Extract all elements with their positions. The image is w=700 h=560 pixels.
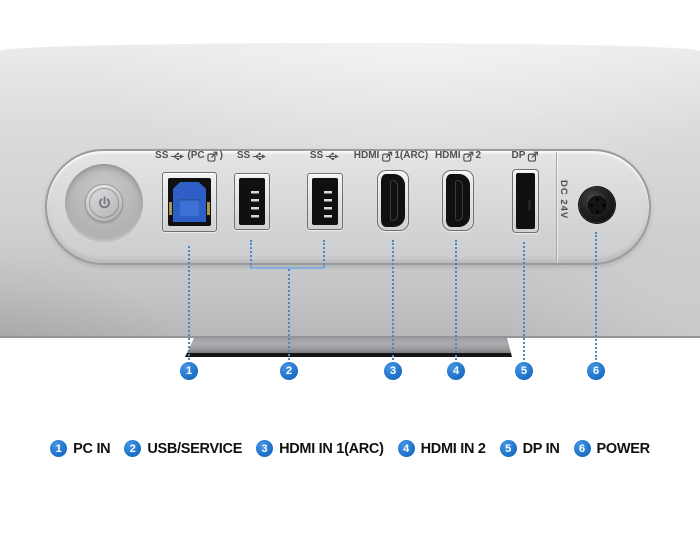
hdmi-opening [381, 174, 405, 227]
label-usb-1: SS [237, 150, 267, 162]
usb-b-contact-right [207, 202, 210, 215]
usb-superspeed-trident-icon [171, 152, 185, 160]
callout-line-2a [250, 240, 252, 268]
callout-line-5 [523, 242, 525, 360]
port-legend: 1 PC IN 2 USB/SERVICE 3 HDMI IN 1(ARC) 4… [0, 440, 700, 457]
dc-24v-label: DC 24V [558, 180, 569, 220]
legend-label: USB/SERVICE [147, 440, 243, 457]
dc-jack-pins [596, 204, 599, 207]
power-button [85, 184, 123, 222]
dc-power-jack [579, 187, 615, 223]
label-dp: DP [512, 150, 539, 162]
usb-b-connector-slot [179, 199, 200, 216]
displayport-latch-notch [528, 200, 531, 210]
paren-text: ) [219, 150, 223, 161]
external-device-arrow-icon [206, 151, 218, 162]
dp-text: DP [511, 150, 526, 161]
hdmi-inner-slot [390, 180, 398, 221]
callout-line-6 [595, 232, 597, 360]
callout-line-1 [188, 246, 190, 360]
usb-a-opening [312, 178, 338, 225]
usb-a-opening [239, 178, 265, 225]
legend-item-hdmi-in-1: 3 HDMI IN 1(ARC) [256, 440, 384, 457]
legend-label: POWER [596, 440, 651, 457]
legend-item-hdmi-in-2: 4 HDMI IN 2 [397, 440, 486, 457]
external-device-arrow-icon [462, 151, 473, 162]
ss-text: SS [236, 150, 251, 161]
callout-line-2b [323, 240, 325, 268]
usb-a-contacts [324, 191, 332, 222]
legend-badge-5: 5 [499, 440, 517, 457]
legend-badge-6: 6 [573, 440, 591, 457]
monitor-stand [185, 338, 512, 357]
hdmi-suffix-text: 1(ARC) [394, 150, 429, 161]
callout-badge-6: 6 [587, 362, 605, 380]
callout-badge-1: 1 [180, 362, 198, 380]
hdmi-text: HDMI [434, 150, 461, 161]
usb-b-pc-port [162, 172, 217, 232]
usb-a-port-1 [234, 173, 270, 230]
label-usb-pc: SS (PC ) [155, 150, 223, 162]
legend-badge-3: 3 [256, 440, 274, 457]
external-device-arrow-icon [381, 151, 392, 162]
usb-a-contacts [251, 191, 259, 222]
ss-text: SS [155, 150, 169, 161]
ss-text: SS [309, 150, 324, 161]
legend-item-usb-service: 2 USB/SERVICE [124, 440, 242, 457]
port-recess-bar [45, 149, 651, 265]
label-usb-2: SS [310, 150, 340, 162]
hdmi-text: HDMI [353, 150, 380, 161]
usb-b-contact-left [169, 202, 172, 215]
label-hdmi-2: HDMI 2 [435, 150, 481, 162]
hdmi-opening [446, 174, 470, 227]
legend-item-power: 6 POWER [573, 440, 651, 457]
legend-item-pc-in: 1 PC IN [50, 440, 111, 457]
hdmi-suffix-text: 2 [475, 150, 482, 161]
callout-badge-3: 3 [384, 362, 402, 380]
legend-label: PC IN [73, 440, 111, 457]
legend-badge-4: 4 [397, 440, 415, 457]
legend-label: HDMI IN 1(ARC) [279, 440, 384, 457]
callout-badge-2: 2 [280, 362, 298, 380]
dc-jack-inner-ring [588, 196, 606, 214]
dc-section-divider [556, 152, 557, 262]
external-device-arrow-icon [527, 151, 538, 162]
legend-item-dp-in: 5 DP IN [499, 440, 560, 457]
callout-badge-4: 4 [447, 362, 465, 380]
hdmi-port-2 [442, 170, 474, 231]
displayport-opening [516, 173, 535, 229]
legend-badge-2: 2 [124, 440, 142, 457]
callout-line-4 [455, 240, 457, 360]
hdmi-port-1 [377, 170, 409, 231]
callout-line-2 [288, 269, 290, 360]
usb-a-port-2 [307, 173, 343, 230]
label-hdmi-1: HDMI 1(ARC) [354, 150, 428, 162]
callout-badge-5: 5 [515, 362, 533, 380]
legend-label: HDMI IN 2 [420, 440, 486, 457]
power-icon [98, 195, 110, 208]
pc-text: (PC [187, 150, 205, 161]
callout-line-2-bracket [250, 267, 325, 269]
usb-superspeed-trident-icon [326, 152, 340, 160]
hdmi-inner-slot [455, 180, 463, 221]
usb-superspeed-trident-icon [253, 152, 267, 160]
legend-label: DP IN [522, 440, 560, 457]
legend-badge-1: 1 [50, 440, 68, 457]
displayport-port [512, 169, 539, 233]
callout-line-3 [392, 240, 394, 360]
